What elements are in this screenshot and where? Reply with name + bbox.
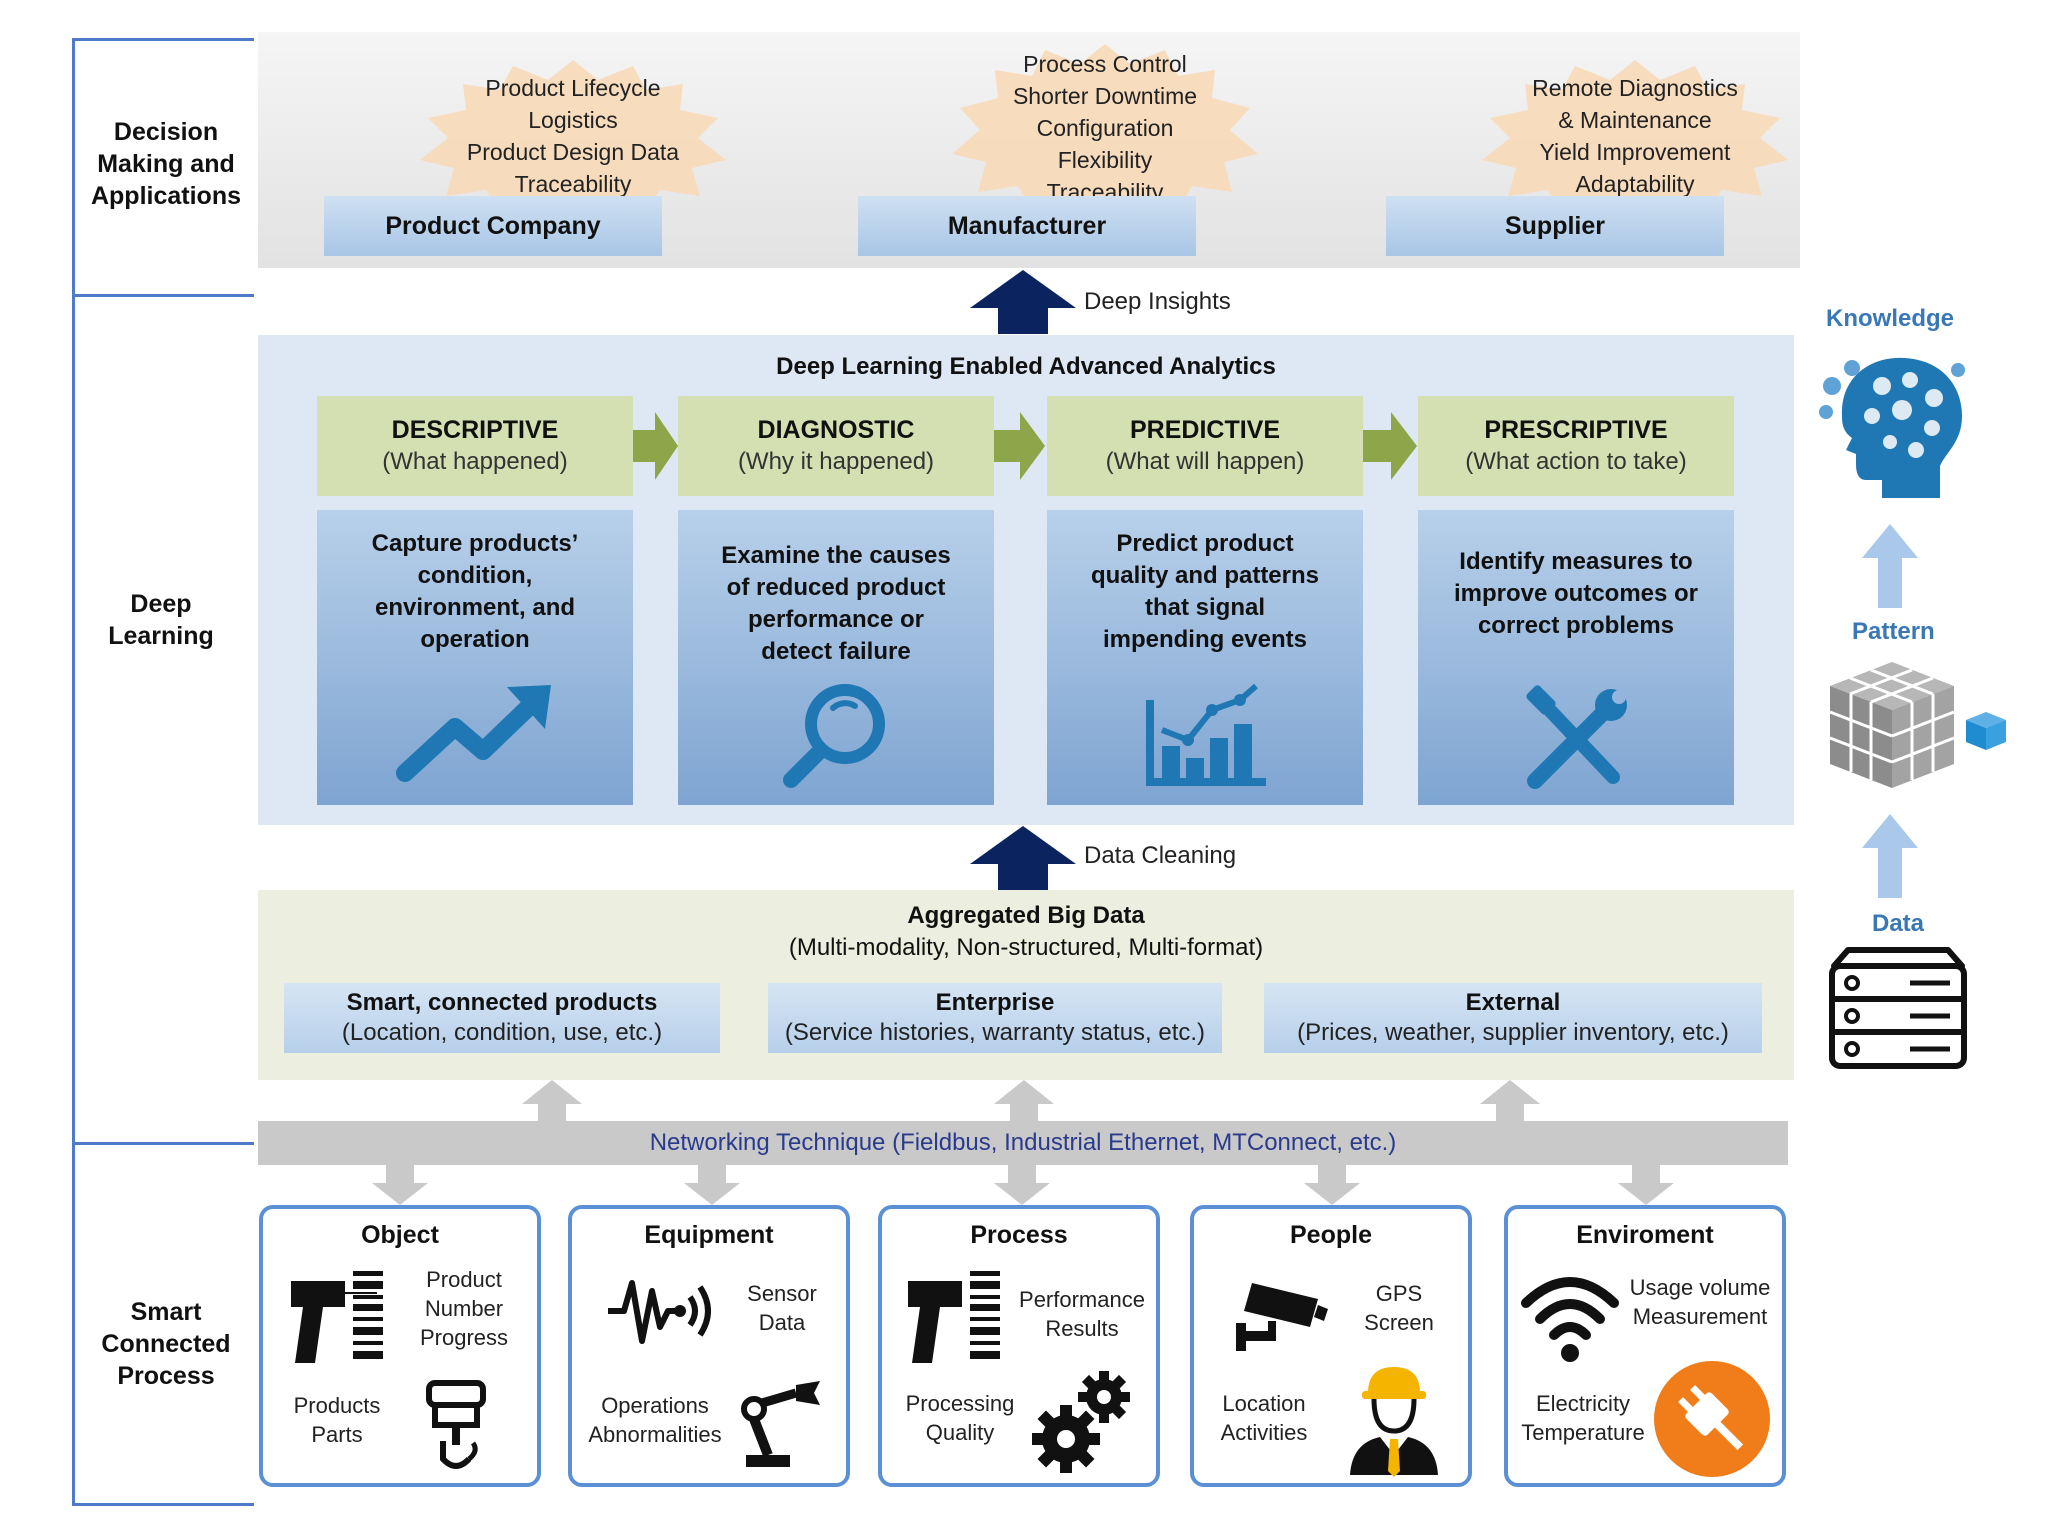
process-box-equipment: Equipment Sensor Data Operations Abnorma… xyxy=(568,1205,850,1487)
flow-arrow-icon xyxy=(1363,410,1418,487)
stage-description: Capture products’ condition, environment… xyxy=(371,530,579,653)
flow-arrow-icon xyxy=(994,410,1046,487)
layer-label-decision: Decision Making and Applications xyxy=(90,118,241,210)
stage-predictive: PREDICTIVE (What will happen) xyxy=(1047,396,1363,496)
down-arrow-icon xyxy=(1304,1165,1360,1210)
actor-supplier: Supplier xyxy=(1386,196,1724,256)
box-title: People xyxy=(1290,1221,1372,1249)
up-arrow-icon xyxy=(994,1080,1054,1127)
process-box-environment: Enviroment Usage volume Measurement Elec… xyxy=(1504,1205,1786,1487)
process-box-people: People GPS Screen Location Activities xyxy=(1190,1205,1472,1487)
robot-arm-icon xyxy=(740,1379,832,1474)
data-cleaning-label: Data Cleaning xyxy=(1084,842,1237,869)
up-arrow-icon xyxy=(1860,524,1920,613)
bracket-tick xyxy=(72,294,254,297)
down-arrow-icon xyxy=(1618,1165,1674,1210)
box-title: Equipment xyxy=(644,1221,774,1249)
data-label: Data xyxy=(1872,910,1925,937)
stage-descriptive: DESCRIPTIVE (What happened) xyxy=(317,396,633,496)
stage-description: Predict product quality and patterns tha… xyxy=(1090,530,1320,653)
stage-description: Examine the causes of reduced product pe… xyxy=(721,542,951,665)
burst-shape xyxy=(420,60,726,214)
box-top-label: Performance Results xyxy=(1019,1287,1145,1341)
down-arrow-icon xyxy=(994,1165,1050,1210)
benefit-burst-product-company: Product Lifecycle Logistics Product Desi… xyxy=(408,56,738,216)
wifi-icon xyxy=(1520,1267,1620,1368)
down-arrow-icon xyxy=(372,1165,428,1210)
networking-bar: Networking Technique (Fieldbus, Industri… xyxy=(258,1121,1788,1165)
stage-prescriptive: PRESCRIPTIVE (What action to take) xyxy=(1418,396,1734,496)
analytics-title: Deep Learning Enabled Advanced Analytics xyxy=(776,353,1276,380)
gears-icon xyxy=(1030,1367,1134,1480)
box-top-label: Sensor Data xyxy=(747,1281,817,1335)
bracket-tick xyxy=(72,1503,254,1506)
stage-diagnostic: DIAGNOSTIC (Why it happened) xyxy=(678,396,994,496)
power-plug-icon xyxy=(1652,1359,1772,1484)
box-top-label: Product Number Progress xyxy=(419,1267,509,1350)
stage-body-descriptive: Capture products’ condition, environment… xyxy=(317,510,633,805)
benefit-burst-manufacturer: Process Control Shorter Downtime Configu… xyxy=(940,40,1270,215)
box-title: Object xyxy=(361,1221,439,1249)
worker-hardhat-icon xyxy=(1344,1359,1444,1484)
trend-up-icon xyxy=(395,685,555,790)
source-external: External (Prices, weather, supplier inve… xyxy=(1264,983,1762,1053)
layer-label-smart: Smart Connected Process xyxy=(101,1298,231,1390)
stage-body-prescriptive: Identify measures to improve outcomes or… xyxy=(1418,510,1734,805)
tools-icon xyxy=(1521,685,1631,800)
actor-product-company: Product Company xyxy=(324,196,662,256)
layer-label-deep: Deep Learning xyxy=(108,590,214,650)
down-arrow-icon xyxy=(684,1165,740,1210)
burst-shape xyxy=(952,44,1258,212)
barcode-scanner-icon xyxy=(287,1267,387,1372)
process-box-process: Process Performance Results Processing Q… xyxy=(878,1205,1160,1487)
stage-description: Identify measures to improve outcomes or… xyxy=(1453,548,1699,639)
barcode-scanner-icon xyxy=(904,1267,1004,1372)
burst-shape xyxy=(1482,60,1788,214)
cube-pattern-icon xyxy=(1826,656,2010,797)
brain-head-icon xyxy=(1812,346,1972,507)
up-arrow-icon xyxy=(522,1080,582,1127)
up-arrow-icon xyxy=(1860,814,1920,903)
pulse-signal-icon xyxy=(606,1271,716,1356)
data-cleaning-arrow xyxy=(968,824,1078,890)
box-top-label: Usage volume Measurement xyxy=(1629,1275,1771,1329)
stage-body-diagnostic: Examine the causes of reduced product pe… xyxy=(678,510,994,805)
burst-text: Process Control Shorter Downtime Configu… xyxy=(1012,50,1198,205)
benefit-burst-supplier: Remote Diagnostics & Maintenance Yield I… xyxy=(1470,56,1800,216)
burst-text: Product Lifecycle Logistics Product Desi… xyxy=(466,75,680,197)
flow-arrow-icon xyxy=(633,410,679,487)
actor-manufacturer: Manufacturer xyxy=(858,196,1196,256)
pattern-label: Pattern xyxy=(1852,618,1935,645)
stage-body-predictive: Predict product quality and patterns tha… xyxy=(1047,510,1363,805)
process-box-object: Object Product Number Progress Products … xyxy=(259,1205,541,1487)
box-bottom-label: Processing Quality xyxy=(905,1391,1015,1445)
security-camera-icon xyxy=(1234,1275,1330,1360)
box-bottom-label: Electricity Temperature xyxy=(1521,1391,1645,1445)
box-bottom-label: Operations Abnormalities xyxy=(588,1393,722,1447)
box-bottom-label: Location Activities xyxy=(1220,1391,1308,1445)
box-top-label: GPS Screen xyxy=(1364,1281,1434,1335)
knowledge-label: Knowledge xyxy=(1826,305,1955,332)
box-title: Enviroment xyxy=(1576,1221,1714,1249)
bar-chart-icon xyxy=(1140,680,1270,795)
layer-bracket xyxy=(72,38,75,1506)
box-title: Process xyxy=(970,1221,1068,1249)
bracket-tick xyxy=(72,1142,254,1145)
box-bottom-label: Products Parts xyxy=(293,1393,381,1447)
server-rack-icon xyxy=(1826,946,1970,1079)
source-smart-products: Smart, connected products (Location, con… xyxy=(284,983,720,1053)
burst-text: Remote Diagnostics & Maintenance Yield I… xyxy=(1532,75,1738,197)
up-arrow-icon xyxy=(1480,1080,1540,1127)
deep-insights-label: Deep Insights xyxy=(1084,288,1231,315)
deep-insights-arrow xyxy=(968,268,1078,334)
robot-gripper-icon xyxy=(421,1379,491,1480)
bracket-tick xyxy=(72,38,254,41)
aggregated-title: Aggregated Big Data (Multi-modality, Non… xyxy=(788,902,1264,961)
magnifier-icon xyxy=(781,680,891,795)
source-enterprise: Enterprise (Service histories, warranty … xyxy=(768,983,1222,1053)
